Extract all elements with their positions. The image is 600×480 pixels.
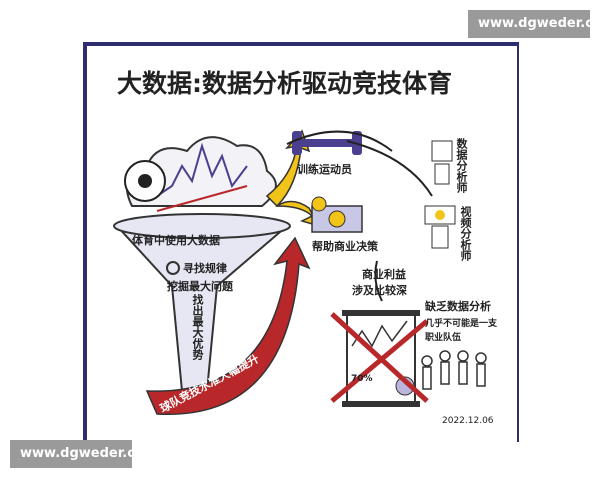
- cross-mark: [330, 312, 429, 403]
- watermark-top: www.dgweder.cn: [468, 10, 600, 38]
- chart-line: [156, 142, 248, 197]
- red-arrow: [145, 236, 311, 416]
- business-label: 帮助商业决策: [312, 240, 378, 253]
- sketch-illustration: 大数据:数据分析驱动竞技体育 体育中使用大数据 寻找规律 挖掘最大问题 找出最大…: [83, 42, 519, 442]
- funnel-top-label: 体育中使用大数据: [132, 234, 220, 247]
- magnifier-icon: [166, 261, 180, 275]
- video-analyst-label: 视频分析师: [459, 206, 472, 261]
- max-advantage-label: 找出最大优势: [191, 294, 204, 360]
- page-title: 大数据:数据分析驱动竞技体育: [117, 69, 452, 98]
- lack-label-1: 缺乏数据分析: [425, 300, 491, 313]
- dig-problems-label: 挖掘最大问题: [167, 280, 233, 293]
- lack-label-3: 职业队伍: [425, 333, 462, 343]
- date-label: 2022.12.06: [442, 416, 494, 426]
- lightbulb-icon: [311, 196, 327, 212]
- data-analyst-label: 数据分析师: [455, 138, 468, 193]
- people-figures: [421, 350, 487, 390]
- drawing: [113, 129, 487, 416]
- commercial-label: 商业利益: [362, 268, 406, 281]
- lack-label-2: 几乎不可能是一支: [425, 319, 498, 329]
- watermark-bottom: www.dgweder.cn: [10, 440, 144, 468]
- find-rules-label: 寻找规律: [183, 262, 227, 275]
- dumbbell-icon: [297, 139, 357, 147]
- percent-label: 70%: [351, 374, 373, 384]
- train-label: 训练运动员: [297, 163, 352, 176]
- commercial-label-2: 涉及比较深: [352, 284, 407, 297]
- data-analyst-figure: [431, 140, 453, 162]
